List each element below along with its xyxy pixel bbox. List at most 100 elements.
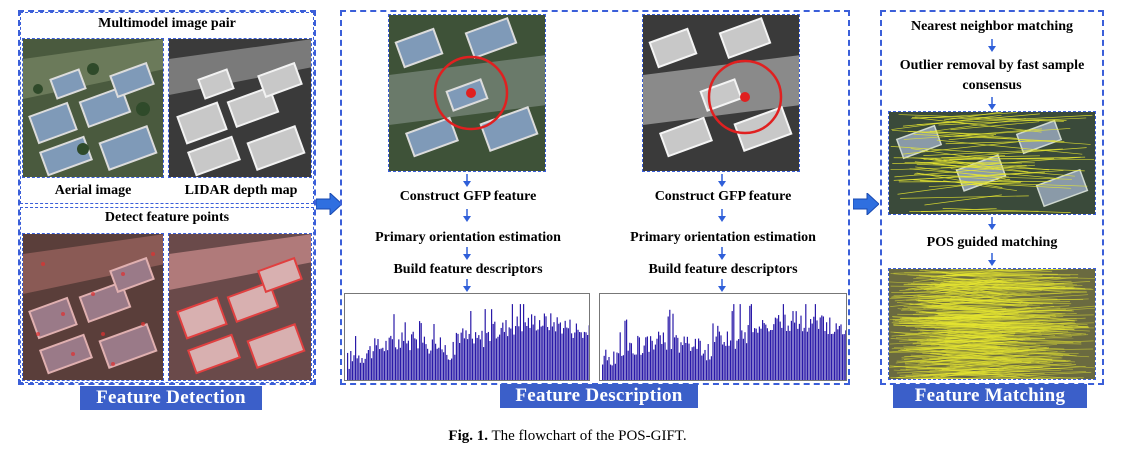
histogram-bar [542,325,544,380]
histogram-bar [755,328,757,380]
match-line [905,362,1054,366]
match-line [917,348,1036,365]
histogram-bar [662,332,664,380]
histogram-bar [515,326,517,380]
histogram-bar [431,339,433,380]
histogram-bar [457,333,459,380]
histogram-bar [738,339,740,380]
histogram-bar [835,323,837,380]
histogram-bar [763,323,765,380]
histogram-bar [446,354,448,380]
histogram-bar [658,331,660,380]
histogram-bar [702,353,704,380]
match-line [893,157,1095,160]
match-line [896,302,1051,318]
histogram-bar [417,348,419,380]
descriptor-histogram-left [344,293,590,381]
match-line [942,294,1015,306]
histogram-bar [664,342,666,380]
match-line [912,343,1017,349]
histogram-bar [774,317,776,380]
histogram-bar [770,330,772,380]
match-line [924,315,1005,319]
histogram-bar [779,321,781,380]
histogram-bar [491,309,493,380]
histogram-bar [435,343,437,380]
histogram-bar [521,331,523,380]
match-line [948,135,994,141]
histogram-bar [813,316,815,380]
match-line [889,348,1094,353]
histogram-bar [832,333,834,380]
histogram-bar [454,354,456,380]
histogram-bar [776,318,778,380]
histogram-bar [698,338,700,380]
histogram-bar [555,331,557,380]
down-arrow-icon [988,39,996,52]
histogram-bar [580,332,582,380]
aerial-keypoints-graphic [23,234,163,380]
histogram-bar [513,334,515,380]
histogram-bar [478,335,480,380]
histogram-bar [643,345,645,380]
histogram-bar [602,364,604,380]
histogram-bar [387,350,389,380]
histogram-bar [749,305,751,380]
histogram-bar [632,353,634,380]
histogram-bar [398,339,400,380]
histogram-bar [752,332,754,380]
match-line [895,351,997,364]
aerial-patch-image [388,14,546,172]
histogram-bar [765,324,767,380]
histogram-bar [361,357,363,380]
histogram-bar [444,345,446,380]
histogram-bar [516,316,518,380]
down-arrow-icon [463,279,471,292]
histogram-bar [773,324,775,380]
caption-label: Fig. 1. [448,428,488,444]
down-arrow-icon [718,247,726,260]
histogram-bar [669,309,671,380]
match-line [913,134,1065,142]
histogram-bar [526,325,528,380]
match-line [923,147,1087,160]
histogram-bar [645,337,647,380]
image-pair-title: Multimodel image pair [98,16,236,31]
match-line [917,295,1031,309]
histogram-bar [834,331,836,380]
match-line [911,277,1078,284]
histogram-bar [347,352,349,380]
histogram-bar [730,340,732,380]
feature-description-label: Feature Description [500,384,698,408]
histogram-bar [811,323,813,380]
histogram-bar [415,339,417,380]
match-line [919,323,1090,328]
histogram-bar [465,330,467,380]
match-line [924,321,1075,337]
histogram-bar [818,328,820,380]
histogram-bar [606,360,608,380]
down-arrow-icon [718,279,726,292]
match-line [916,163,1085,172]
histogram-bar [401,332,403,380]
histogram-bar [383,351,385,380]
histogram-bar [388,337,390,380]
histogram-bar [626,319,628,380]
histogram-bar [363,362,365,380]
histogram-bar [350,351,352,380]
histogram-bar [507,336,509,380]
histogram-bar [577,329,579,380]
match-line [897,178,1011,195]
histogram-bar [483,347,485,380]
histogram-bar [545,316,547,380]
match-line [924,194,1002,206]
histogram-bar [694,338,696,380]
match-line [925,378,962,379]
histogram-bar [723,341,725,380]
histogram-bar [438,347,440,380]
match-line [950,283,1004,299]
match-line [904,356,1066,362]
histogram-bar [411,334,413,380]
match-line [937,307,1061,311]
histogram-bar [356,358,358,380]
